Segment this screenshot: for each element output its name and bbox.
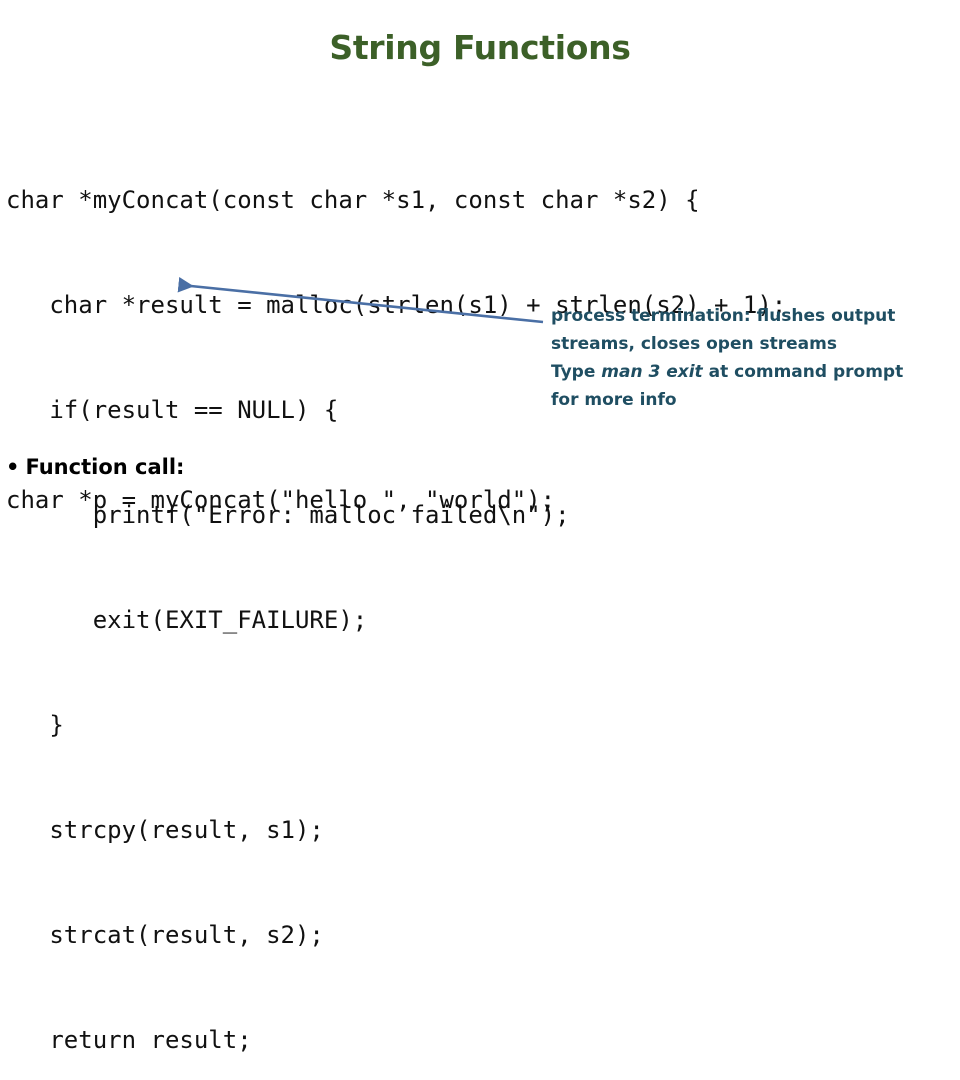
annotation-line-3-pre: Type <box>551 362 602 382</box>
code-line: strcpy(result, s1); <box>6 816 324 844</box>
bullet-item-label: Function call: <box>25 455 185 479</box>
slide-canvas: String Functions char *myConcat(const ch… <box>6 28 931 1054</box>
code-line: if(result == NULL) { <box>6 396 339 424</box>
annotation-line-1: process termination: flushes output <box>551 306 896 326</box>
code-line: return result; <box>6 1026 252 1054</box>
code-line: strcat(result, s2); <box>6 921 324 949</box>
code-block: char *myConcat(const char *s1, const cha… <box>6 113 936 1080</box>
code-line: exit(EXIT_FAILURE); <box>6 606 368 634</box>
annotation-line-3-post: at command prompt <box>702 362 904 382</box>
page-title: String Functions <box>329 28 631 67</box>
code-line: char *myConcat(const char *s1, const cha… <box>6 186 700 214</box>
annotation-line-4: for more info <box>551 390 677 410</box>
code-line-function-call: char *p = myConcat("hello ", "world"); <box>6 486 556 514</box>
bullet-item-function-call: •Function call: <box>6 455 184 479</box>
bullet-dot-icon: • <box>6 455 20 479</box>
annotation-man-command: man 3 exit <box>601 362 703 382</box>
annotation-line-2: streams, closes open streams <box>551 334 837 354</box>
annotation-exit-note: process termination: flushes output stre… <box>551 302 931 414</box>
code-line: printf("Error: malloc failed\n"); <box>6 501 570 529</box>
annotation-line-3: Type man 3 exit at command prompt <box>551 358 931 386</box>
code-line: } <box>6 711 64 739</box>
